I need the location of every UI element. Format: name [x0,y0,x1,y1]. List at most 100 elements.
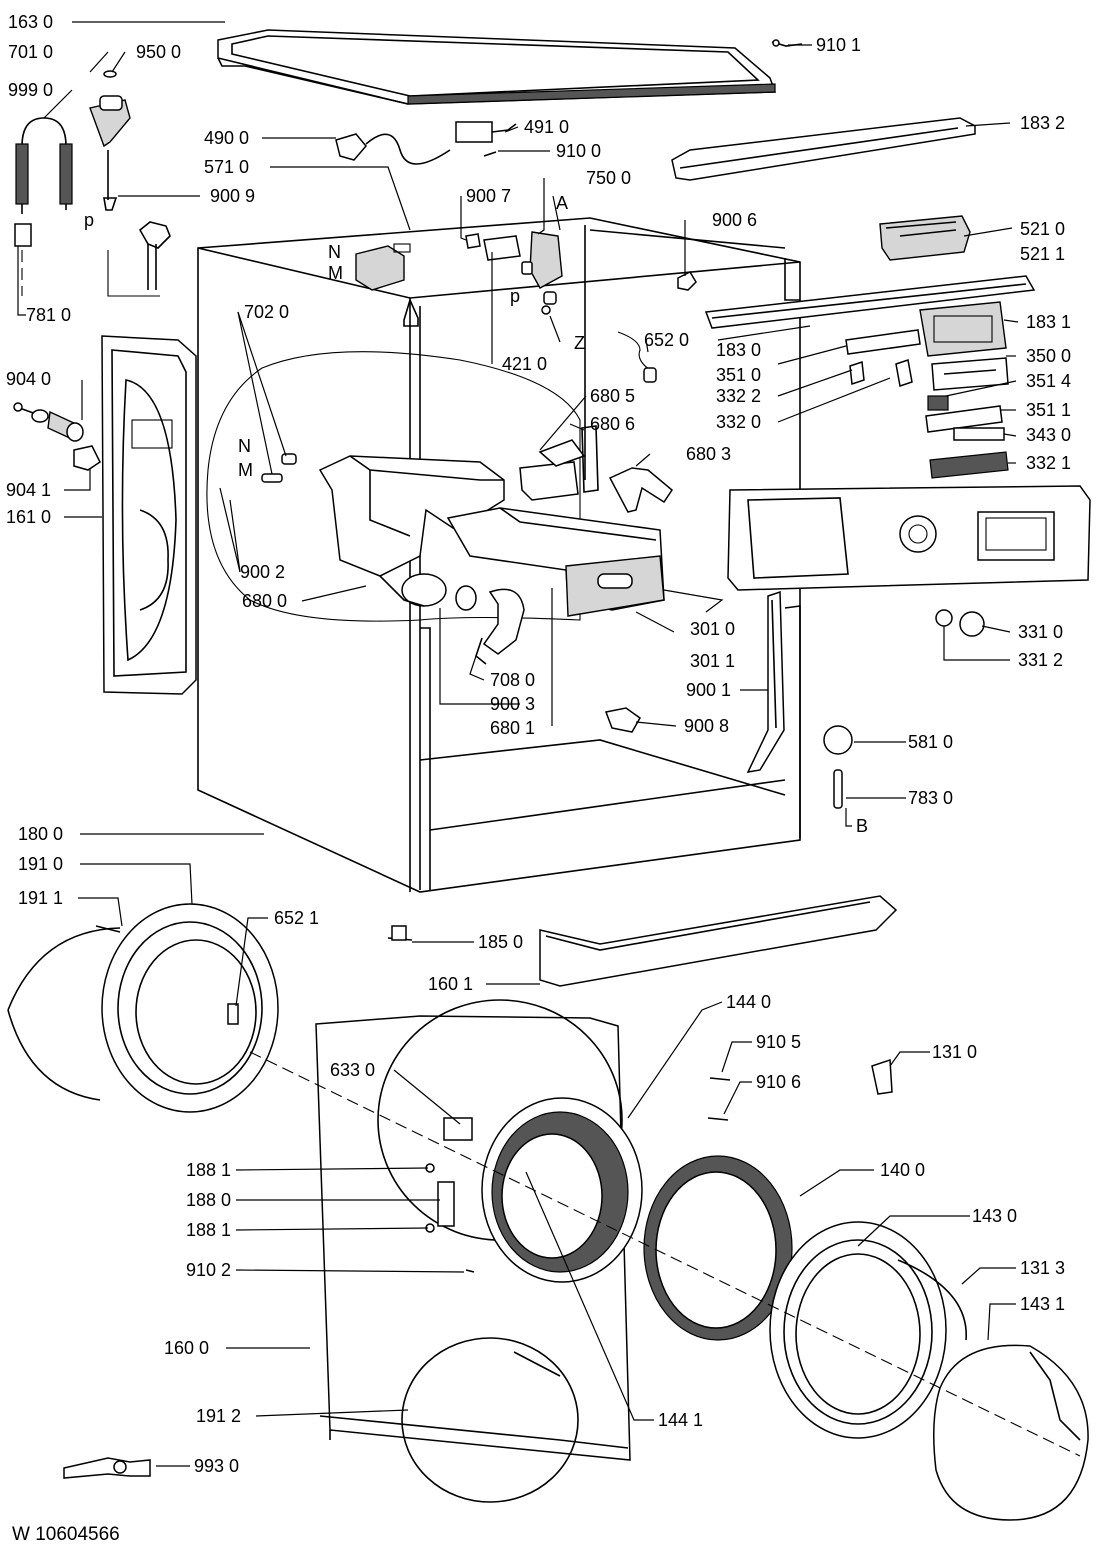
callout-702-0: 702 0 [244,302,289,322]
knob-part [935,609,985,637]
callout-label-Z: Z [574,333,585,353]
callout-163-0: 163 0 [8,12,53,32]
callout-950-0: 950 0 [136,42,181,62]
dispenser-parts [519,425,673,513]
pump-valve-part [465,231,563,315]
callout-701-0: 701 0 [8,42,53,62]
callout-783-0: 783 0 [908,788,953,808]
callout-160-0: 160 0 [164,1338,209,1358]
callout-label-M1: M [328,263,343,283]
front-rail-part [704,275,1036,329]
keypad-parts [925,395,1009,479]
filter-part [455,121,517,157]
callout-301-1: 301 1 [690,651,735,671]
callout-900-2: 900 2 [240,562,285,582]
callout-143-1: 143 1 [1020,1294,1065,1314]
callout-910-6: 910 6 [756,1072,801,1092]
callout-900-6: 900 6 [712,210,757,230]
callout-332-1: 332 1 [1026,453,1071,473]
water-valves-part [261,243,411,483]
transport-bolt-part [13,402,101,471]
callout-652-1: 652 1 [274,908,319,928]
callout-185-0: 185 0 [478,932,523,952]
door-seal-part [7,903,279,1113]
power-cord-part [335,133,451,165]
rod-part [635,611,675,633]
callout-652-0: 652 0 [644,330,689,350]
top-rail-part [671,117,976,181]
callout-900-9: 900 9 [210,186,255,206]
callout-680-5: 680 5 [590,386,635,406]
callout-421-0: 421 0 [502,354,547,374]
callout-571-0: 571 0 [204,157,249,177]
callout-label-A: A [556,193,568,213]
top-cover-part [217,29,777,105]
plinth-part [539,895,898,987]
callout-332-2: 332 2 [716,386,761,406]
callout-904-1: 904 1 [6,480,51,500]
door-frame-part [769,1221,967,1439]
callout-131-0: 131 0 [932,1042,977,1062]
drawer-housing-part [318,455,505,607]
electronic-board-part [919,301,1007,357]
door-ring-part [643,1155,793,1341]
callout-160-1: 160 1 [428,974,473,994]
callout-144-0: 144 0 [726,992,771,1012]
pressure-switch-part [823,725,853,809]
key-strip-part [845,329,921,355]
clamp-ring-part [401,1337,579,1503]
callout-999-0: 999 0 [8,80,53,100]
callout-188-0: 188 0 [186,1190,231,1210]
callout-491-0: 491 0 [524,117,569,137]
callout-label-M2: M [238,460,253,480]
callout-708-0: 708 0 [490,670,535,690]
callout-750-0: 750 0 [586,168,631,188]
callout-351-4: 351 4 [1026,371,1071,391]
control-module-part [879,215,971,261]
foot-part [387,925,413,941]
callout-191-1: 191 1 [18,888,63,908]
callout-910-5: 910 5 [756,1032,801,1052]
leader-lines [17,21,1019,1467]
bellows-hose-part [455,585,525,665]
hinge-part [871,1058,893,1095]
wire-part [617,331,657,383]
callout-183-1: 183 1 [1026,312,1071,332]
callout-521-1: 521 1 [1020,244,1065,264]
callout-680-1: 680 1 [490,718,535,738]
callout-183-2: 183 2 [1020,113,1065,133]
callout-900-7: 900 7 [466,186,511,206]
callout-910-1: 910 1 [816,35,861,55]
callout-191-2: 191 2 [196,1406,241,1426]
control-panel-part [727,485,1091,591]
callout-900-3: 900 3 [490,694,535,714]
axis-line [249,1051,1081,1457]
callout-144-1: 144 1 [658,1410,703,1430]
callout-351-1: 351 1 [1026,400,1071,420]
tool-part [63,1457,151,1479]
callout-label-N2: N [238,436,251,456]
callout-343-0: 343 0 [1026,425,1071,445]
callout-680-0: 680 0 [242,591,287,611]
callout-993-0: 993 0 [194,1456,239,1476]
callout-521-0: 521 0 [1020,219,1065,239]
callout-900-8: 900 8 [684,716,729,736]
callout-331-2: 331 2 [1018,650,1063,670]
door-glass-part [933,1344,1089,1521]
hose-assembly-part [14,70,171,297]
callout-188-1a: 188 1 [186,1160,231,1180]
callout-label-p1: p [84,210,94,230]
display-board-part [931,357,1009,391]
callout-191-0: 191 0 [18,854,63,874]
callout-680-3: 680 3 [686,444,731,464]
callout-332-0: 332 0 [716,412,761,432]
buttons-part [849,359,913,387]
callout-910-0: 910 0 [556,141,601,161]
callout-490-0: 490 0 [204,128,249,148]
callout-143-0: 143 0 [972,1206,1017,1226]
callout-781-0: 781 0 [26,305,71,325]
callout-301-0: 301 0 [690,619,735,639]
support-part [604,707,641,733]
callout-350-0: 350 0 [1026,346,1071,366]
callout-180-0: 180 0 [18,824,63,844]
